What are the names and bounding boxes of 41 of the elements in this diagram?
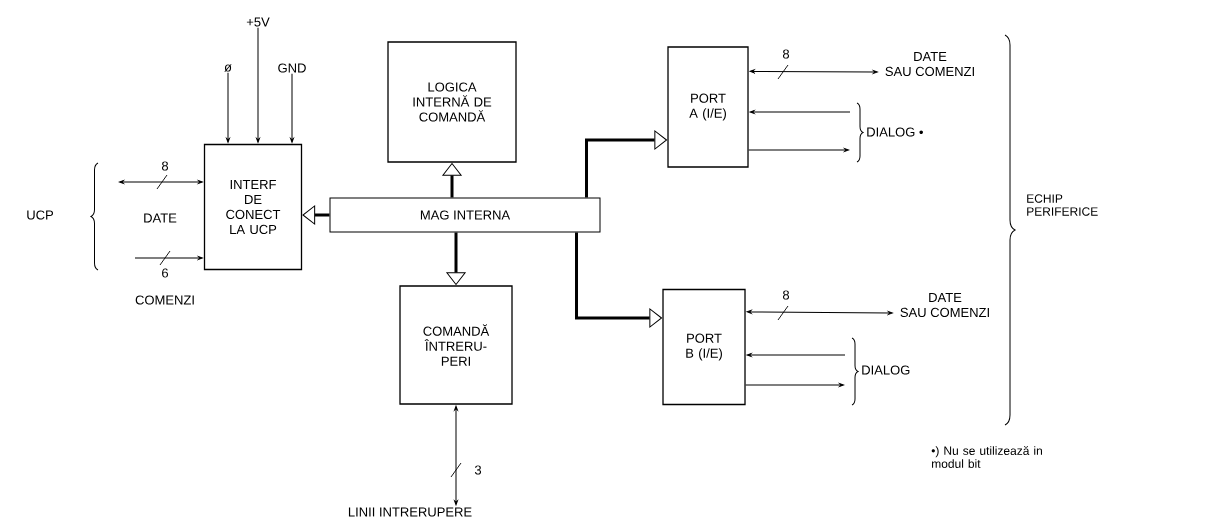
signal-label: LINII INTRERUPERE [348, 507, 472, 517]
arrow [746, 353, 846, 357]
pin-label: GND [278, 63, 306, 73]
bus-band: MAG INTERNA [329, 197, 601, 233]
block-box: INTERF DE CONECT LA UCP [203, 143, 303, 271]
bus-arrow [442, 162, 462, 198]
group-label: UCP [27, 210, 54, 220]
edge-label: 3 [473, 464, 483, 476]
arrow [454, 405, 458, 506]
edge-label: 8 [781, 289, 791, 301]
footnote: •) Nu se utilizează in modul bit [931, 446, 1042, 468]
arrow [749, 110, 851, 114]
bus-arrow [446, 232, 466, 286]
arrow [119, 180, 203, 184]
arrow [746, 310, 893, 315]
group-label: ECHIP PERIFERICE [1027, 194, 1098, 216]
block-box: COMANDĂ ÎNTRERU- PERI [399, 285, 513, 405]
bus-arrow [302, 205, 330, 225]
signal-label: DIALOG • [867, 127, 923, 137]
edge-label: 8 [781, 48, 791, 60]
arrow [749, 69, 878, 74]
arrow [748, 148, 849, 152]
edge-label: 8 [160, 160, 170, 172]
signal-label: DIALOG [862, 365, 910, 375]
pin-label: ø [224, 64, 232, 72]
arrow [745, 383, 844, 387]
signal-label: DATE SAU COMENZI [885, 51, 974, 77]
arrow [290, 73, 294, 143]
signal-label: DATE [144, 213, 177, 223]
block-box: LOGICA INTERNĂ DE COMANDĂ [387, 41, 517, 163]
block-box: PORT B (I/E) [662, 288, 746, 406]
signal-label: DATE SAU COMENZI [900, 292, 989, 318]
signal-label: COMENZI [135, 295, 194, 305]
edge-label: 6 [160, 267, 170, 279]
bus-arrow [575, 232, 663, 328]
arrow [226, 72, 230, 143]
block-box: PORT A (I/E) [667, 46, 749, 168]
supply-label: +5V [246, 17, 270, 27]
arrow [134, 256, 203, 260]
arrow [256, 27, 260, 143]
bus-arrow [585, 130, 668, 198]
